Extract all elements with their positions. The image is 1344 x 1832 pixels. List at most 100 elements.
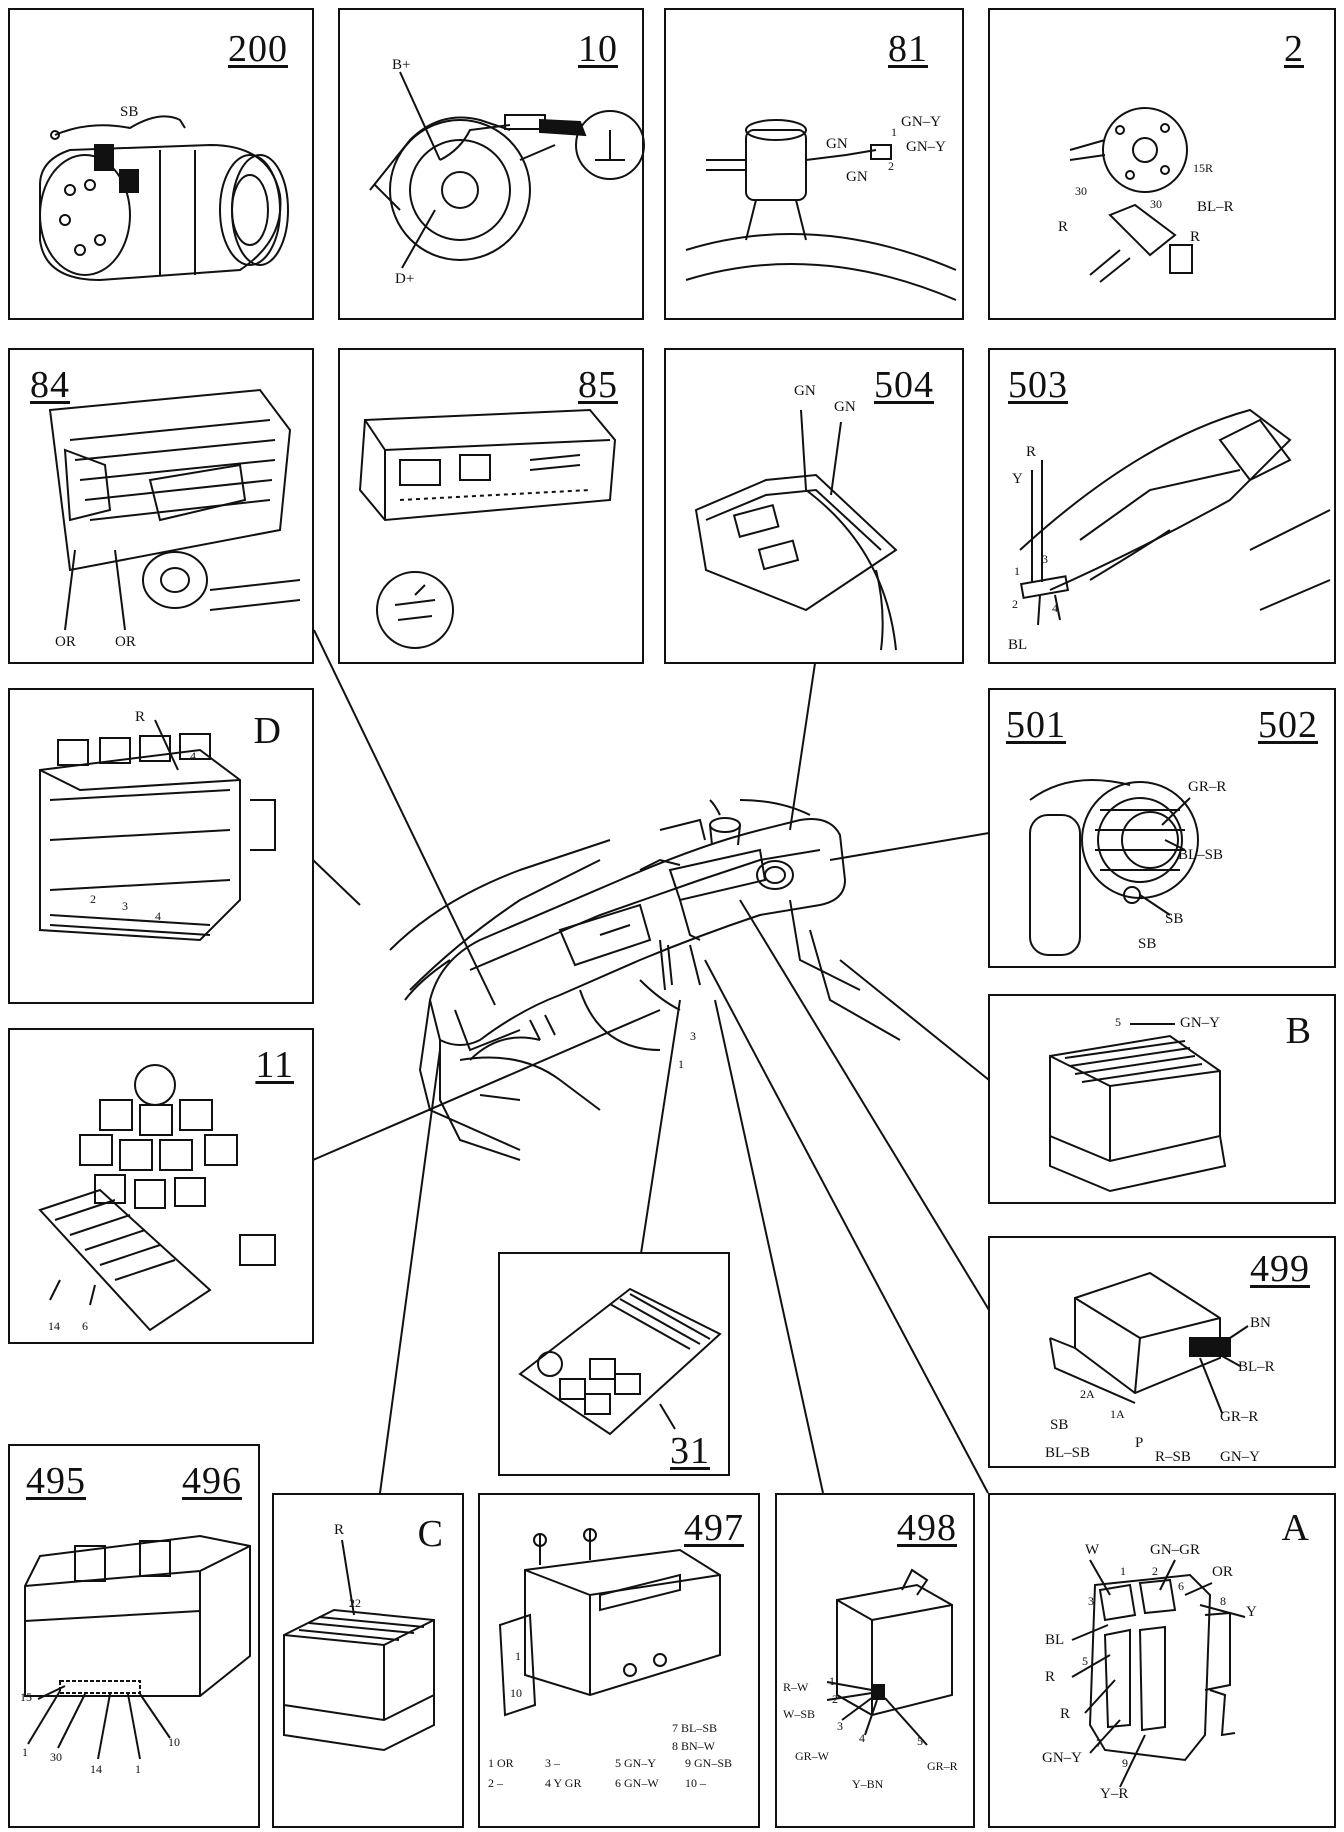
solenoid-drawing: [685, 119, 957, 301]
wire-label-r: R: [1058, 219, 1069, 235]
panel-number: 503: [1008, 364, 1068, 406]
panel-d-connector: D R 4 2 3 4: [8, 688, 314, 1004]
pin-list-10: 10 –: [685, 1776, 706, 1790]
pin-number: 3: [837, 1719, 843, 1733]
panel-number: 10: [578, 28, 618, 70]
panel-number: 11: [255, 1044, 294, 1086]
wire-label-or: OR: [115, 634, 136, 650]
wire-label-bl: BL: [1008, 637, 1028, 653]
panel-number-left: 501: [1006, 704, 1066, 746]
pin-list-5: 5 GN–Y: [615, 1756, 656, 1770]
wire-label-y: Y: [1246, 1604, 1257, 1620]
pin-number: 4: [155, 909, 161, 923]
pin-number: 2: [888, 159, 894, 173]
wire-label-sb: SB: [120, 104, 139, 120]
wire-label-r-sb: R–SB: [1155, 1449, 1191, 1465]
pin-number: 1: [829, 1674, 835, 1688]
panel-number: 499: [1250, 1248, 1310, 1290]
panel-number: 85: [578, 364, 618, 406]
pin-number: 1: [1014, 564, 1020, 578]
wire-label-gn-y: GN–Y: [906, 139, 946, 155]
pin-number: 2: [1012, 597, 1018, 611]
terminal-label-15r: 15R: [1193, 161, 1214, 175]
relay-box-drawing: [38, 1064, 276, 1332]
pin-number: 1: [891, 125, 897, 139]
panel-number: 504: [874, 364, 934, 406]
panel-letter: D: [253, 710, 282, 752]
wire-label-bl-sb: BL–SB: [1178, 847, 1224, 863]
wire-label-bl-r: BL–R: [1238, 1359, 1275, 1375]
wire-label-r: R: [334, 1522, 345, 1538]
wire-label-or: OR: [1212, 1564, 1233, 1580]
wire-label-bn: BN: [1250, 1315, 1271, 1331]
panel-498-relay: 498 R–W W–SB GR–W Y–BN GR–R 1 2 3 4 5: [775, 1493, 975, 1828]
pin-number: 1: [22, 1745, 28, 1759]
terminal-label-d-plus: D+: [395, 271, 415, 287]
pin-number: 3: [122, 899, 128, 913]
wire-label-or: OR: [55, 634, 76, 650]
panel-a-connector: A W GN–GR OR Y BL R R GN–Y Y–R 1 2 6 8 3…: [988, 1493, 1336, 1828]
wire-label-p: P: [1135, 1435, 1144, 1451]
terminal-label-30: 30: [1150, 197, 1162, 211]
panel-c-connector: C R 22: [272, 1493, 464, 1828]
relay-497-drawing: [498, 1528, 721, 1717]
pin-list-4: 4 Y GR: [545, 1776, 582, 1790]
panel-503-seat-switch: 503 R Y 1 3 2 4 BL: [988, 348, 1336, 664]
connector-b-drawing: [1049, 1023, 1227, 1193]
pin-number: 30: [50, 1750, 62, 1764]
pin-number: 4: [190, 749, 196, 763]
wire-label-r: R: [1190, 229, 1201, 245]
panel-number: 200: [228, 28, 288, 70]
wire-label-sb: SB: [1050, 1417, 1069, 1433]
pin-list-8: 8 BN–W: [672, 1739, 715, 1753]
pin-list-9: 9 GN–SB: [685, 1756, 733, 1770]
wire-label-bl-r: BL–R: [1197, 199, 1234, 215]
wire-label-gr-w: GR–W: [795, 1749, 829, 1763]
wire-label-gn-y: GN–Y: [1180, 1015, 1220, 1031]
wire-label-r: R: [1060, 1706, 1071, 1722]
pin-number: 3: [1042, 552, 1048, 566]
pin-number: 5: [1115, 1015, 1121, 1029]
blower-motor-drawing: [1029, 779, 1199, 956]
panel-letter: C: [417, 1513, 444, 1555]
connector-c-drawing: [283, 1539, 435, 1752]
wire-label-gn: GN: [834, 399, 856, 415]
panel-2-ignition-switch: 2 15R 30 30 BL–R R R: [988, 8, 1336, 320]
terminal-label-b-plus: B+: [392, 57, 411, 73]
panel-number: 31: [670, 1430, 710, 1472]
center-pin-number: 1: [678, 1057, 684, 1071]
panel-number: 84: [30, 364, 70, 406]
seat-switch-drawing: [1019, 408, 1331, 626]
panel-504-console: 504 GN GN: [664, 348, 964, 664]
pin-number: 14: [90, 1762, 102, 1776]
pin-list-1: 1 OR: [488, 1756, 514, 1770]
panel-31-fuse-box: 31: [498, 1252, 730, 1476]
panel-number-right: 502: [1258, 704, 1318, 746]
panel-501-502-blower: 501 502 GR–R BL–SB SB SB: [988, 688, 1336, 968]
pin-number: 6: [82, 1319, 88, 1333]
pin-number: 2: [1152, 1564, 1158, 1578]
wire-label-gn-y: GN–Y: [1042, 1750, 1082, 1766]
pin-number: 1: [1120, 1564, 1126, 1578]
panel-letter: B: [1285, 1010, 1312, 1052]
pin-number: 4: [859, 1731, 865, 1745]
pin-number: 10: [510, 1686, 522, 1700]
wire-label-gn-gr: GN–GR: [1150, 1542, 1201, 1558]
panel-number: 497: [684, 1507, 744, 1549]
pin-number: 8: [1220, 1594, 1226, 1608]
panel-200-ac-compressor: 200 SB: [8, 8, 314, 320]
wire-label-r: R: [135, 709, 146, 725]
pin-number: 10: [168, 1735, 180, 1749]
wire-label-gn-y: GN–Y: [901, 114, 941, 130]
instrument-cluster-drawing: [358, 408, 617, 649]
terminal-label-30: 30: [1075, 184, 1087, 198]
wire-label-r: R: [1026, 444, 1037, 460]
wire-label-gn: GN: [826, 136, 848, 152]
panel-81-solenoid: 81 GN–Y GN–Y GN GN 1 2: [664, 8, 964, 320]
pin-number: 5: [917, 1734, 923, 1748]
connector-d-drawing: [39, 719, 276, 942]
panel-b-connector: B 5 GN–Y: [988, 994, 1336, 1204]
panel-10-alternator: 10 B+ D+: [338, 8, 645, 320]
relay-498-drawing: [826, 1568, 953, 1746]
pin-number: 4: [1052, 601, 1058, 615]
